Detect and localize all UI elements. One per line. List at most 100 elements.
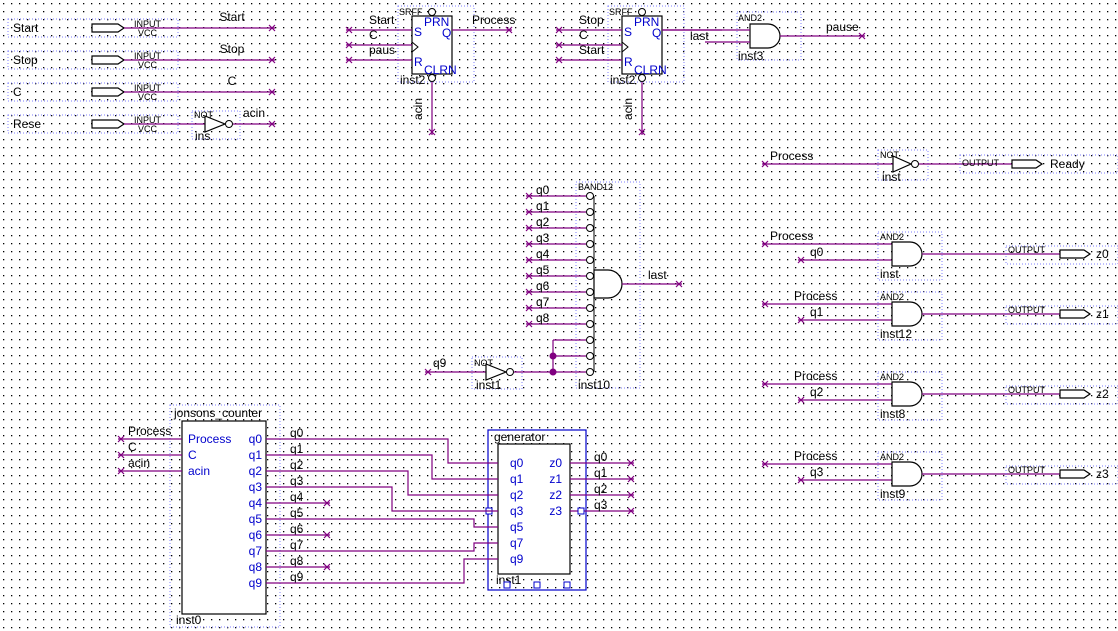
wire-name: Process (794, 289, 837, 303)
wire-end-x-icon[interactable] (525, 192, 533, 200)
inversion-bubble-icon (638, 8, 646, 16)
wire[interactable] (266, 438, 498, 464)
srff1-frame (397, 5, 475, 83)
wire-end-x-icon[interactable] (675, 280, 683, 288)
wire-end-x-icon[interactable] (345, 56, 353, 64)
srff2-clrn-label: CLRN (634, 63, 667, 77)
wire-end-x-icon[interactable] (627, 507, 635, 515)
wire[interactable] (266, 454, 498, 480)
wire-end-x-icon[interactable] (761, 380, 769, 388)
wire-end-x-icon[interactable] (268, 88, 276, 96)
input-pin-arrow-icon[interactable] (91, 119, 126, 129)
wire-end-x-icon[interactable] (761, 460, 769, 468)
wire-end-x-icon[interactable] (627, 491, 635, 499)
not-gate-frame (191, 110, 241, 140)
generator-in-pin: q0 (510, 456, 524, 470)
wire-end-x-icon[interactable] (428, 128, 436, 136)
input-pin-arrow-icon[interactable] (91, 55, 126, 65)
output-pin-icon[interactable] (1059, 389, 1092, 399)
input-type-label: INPUT (134, 51, 162, 61)
wire-end-x-icon[interactable] (627, 459, 635, 467)
wire-end-x-icon[interactable] (555, 41, 563, 49)
counter-title: jonsons_counter (173, 406, 262, 420)
not-frame (877, 149, 929, 181)
wire-end-x-icon[interactable] (525, 320, 533, 328)
output-pin-icon[interactable] (1059, 309, 1092, 319)
wire-end-x-icon[interactable] (555, 26, 563, 34)
wire-end-x-icon[interactable] (505, 26, 513, 34)
wire-end-x-icon[interactable] (761, 240, 769, 248)
and-gate-icon[interactable] (891, 301, 923, 327)
wire-end-x-icon[interactable] (797, 476, 805, 484)
vcc-label: VCC (138, 60, 158, 70)
wire[interactable] (266, 558, 498, 584)
wire-end-x-icon[interactable] (268, 24, 276, 32)
wire-end-x-icon[interactable] (323, 563, 331, 571)
wire-end-x-icon[interactable] (797, 316, 805, 324)
wire[interactable] (266, 518, 498, 528)
wire-end-x-icon[interactable] (117, 467, 125, 475)
wire-end-x-icon[interactable] (345, 41, 353, 49)
instance-label: inst1 (496, 573, 522, 587)
inversion-bubble-icon (586, 352, 594, 360)
output-pin-icon[interactable] (1059, 249, 1092, 259)
wire-name: q4 (536, 247, 550, 261)
wire-end-x-icon[interactable] (268, 120, 276, 128)
wire-end-x-icon[interactable] (345, 26, 353, 34)
and-frame (877, 291, 943, 341)
input-pin-arrow-icon[interactable] (91, 87, 126, 97)
and-gate-icon[interactable] (891, 241, 923, 267)
not-gate-icon[interactable] (892, 155, 913, 173)
generator-in-pin: q9 (510, 552, 524, 566)
wire-end-x-icon[interactable] (268, 56, 276, 64)
wire-end-x-icon[interactable] (627, 475, 635, 483)
wire-end-x-icon[interactable] (525, 224, 533, 232)
wire[interactable] (266, 486, 498, 512)
wire-end-x-icon[interactable] (525, 288, 533, 296)
wire-end-x-icon[interactable] (323, 531, 331, 539)
output-type-label: OUTPUT (962, 158, 1000, 168)
wire[interactable] (266, 542, 498, 552)
wire-name: q6 (536, 279, 550, 293)
and-gate-icon[interactable] (891, 381, 923, 407)
input-pin-frame (7, 50, 179, 70)
inversion-bubble-icon (586, 368, 594, 376)
inversion-bubble-icon (638, 74, 646, 82)
not-gate-icon[interactable] (204, 115, 227, 133)
and-gate-icon[interactable] (749, 23, 781, 49)
band-type-label: BAND12 (578, 182, 613, 192)
wire-end-x-icon[interactable] (525, 208, 533, 216)
generator-in-pin: q2 (510, 488, 524, 502)
wire-end-x-icon[interactable] (525, 272, 533, 280)
instance-label: inst3 (738, 49, 764, 63)
wire[interactable] (266, 470, 498, 496)
wire-end-x-icon[interactable] (525, 240, 533, 248)
generator-in-pin: q5 (510, 520, 524, 534)
wire-name: q2 (290, 458, 304, 472)
wire-end-x-icon[interactable] (525, 304, 533, 312)
wire-end-x-icon[interactable] (858, 32, 866, 40)
wire-end-x-icon[interactable] (117, 435, 125, 443)
not-gate-icon[interactable] (485, 363, 508, 381)
input-pin-arrow-icon[interactable] (91, 23, 126, 33)
wire-end-x-icon[interactable] (797, 396, 805, 404)
generator-out-pin: z3 (549, 504, 562, 518)
wire-end-x-icon[interactable] (525, 256, 533, 264)
wire-end-x-icon[interactable] (323, 499, 331, 507)
output-frame (1005, 465, 1118, 485)
wire-name: q0 (536, 183, 550, 197)
output-pin-icon[interactable] (1011, 159, 1044, 169)
output-pin-icon[interactable] (1059, 469, 1092, 479)
wire-end-x-icon[interactable] (555, 56, 563, 64)
wire-end-x-icon[interactable] (638, 128, 646, 136)
wire-end-x-icon[interactable] (424, 368, 432, 376)
wire-end-x-icon[interactable] (117, 451, 125, 459)
wire-end-x-icon[interactable] (761, 300, 769, 308)
and-gate-icon[interactable] (891, 461, 923, 487)
and-gate-icon[interactable] (593, 269, 623, 299)
wire-end-x-icon[interactable] (797, 256, 805, 264)
wire-name: q9 (290, 570, 304, 584)
wire-end-x-icon[interactable] (761, 160, 769, 168)
junction-dot (549, 368, 557, 376)
